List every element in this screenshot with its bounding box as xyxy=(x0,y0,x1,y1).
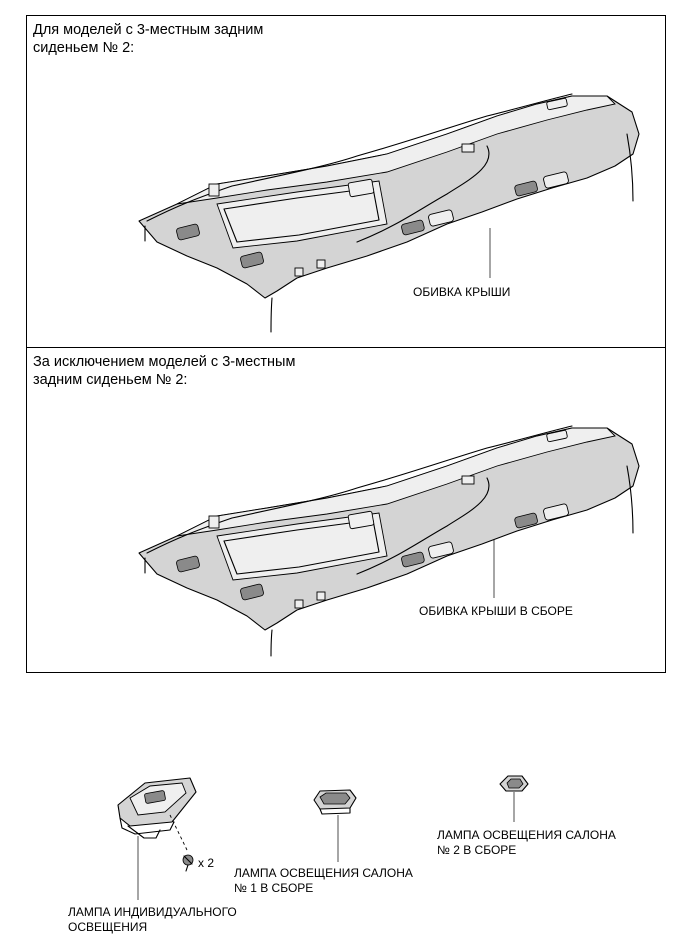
panel-other-models: За исключением моделей с 3-местным задни… xyxy=(26,347,666,673)
roof-headlining-assy-label: ОБИВКА КРЫШИ В СБОРЕ xyxy=(419,604,573,618)
room-lamp-2-label: ЛАМПА ОСВЕЩЕНИЯ САЛОНА № 2 В СБОРЕ xyxy=(437,828,616,857)
lamp-recess xyxy=(240,583,264,601)
screw-quantity: x 2 xyxy=(198,856,215,870)
lamp-recess xyxy=(543,171,569,189)
panel-title: За исключением моделей с 3-местным задни… xyxy=(33,354,296,388)
sunroof-opening xyxy=(216,512,388,581)
lamp-recess xyxy=(514,180,538,197)
screw-icon xyxy=(182,854,194,872)
lamp-recess xyxy=(401,219,425,236)
roof-headlining-label: ОБИВКА КРЫШИ xyxy=(413,285,511,299)
lamp-recess xyxy=(347,178,375,198)
panel-title: Для моделей с 3-местным задним сиденьем … xyxy=(33,22,264,56)
lamp-recess xyxy=(347,510,375,530)
lamp-recess xyxy=(428,541,454,559)
lamp-recess xyxy=(240,251,264,269)
roof-headlining-illustration xyxy=(138,93,640,333)
lamp-recess xyxy=(428,209,454,227)
lamp-recess xyxy=(543,503,569,521)
personal-lamp-label: ЛАМПА ИНДИВИДУАЛЬНОГО ОСВЕЩЕНИЯ xyxy=(68,905,237,934)
sunroof-opening xyxy=(216,180,388,249)
personal-lamp-icon xyxy=(117,777,197,839)
panel-3-seat-models: Для моделей с 3-местным задним сиденьем … xyxy=(26,15,666,348)
lamp-recess xyxy=(176,555,200,573)
room-lamp-1-label: ЛАМПА ОСВЕЩЕНИЯ САЛОНА № 1 В СБОРЕ xyxy=(234,866,413,895)
lamp-recess xyxy=(176,223,200,241)
lamp-recess xyxy=(514,512,538,529)
room-lamp-2-icon xyxy=(499,775,529,792)
roof-headlining-assy-illustration xyxy=(138,425,640,657)
room-lamp-1-icon xyxy=(313,789,357,815)
lamp-recess xyxy=(401,551,425,568)
